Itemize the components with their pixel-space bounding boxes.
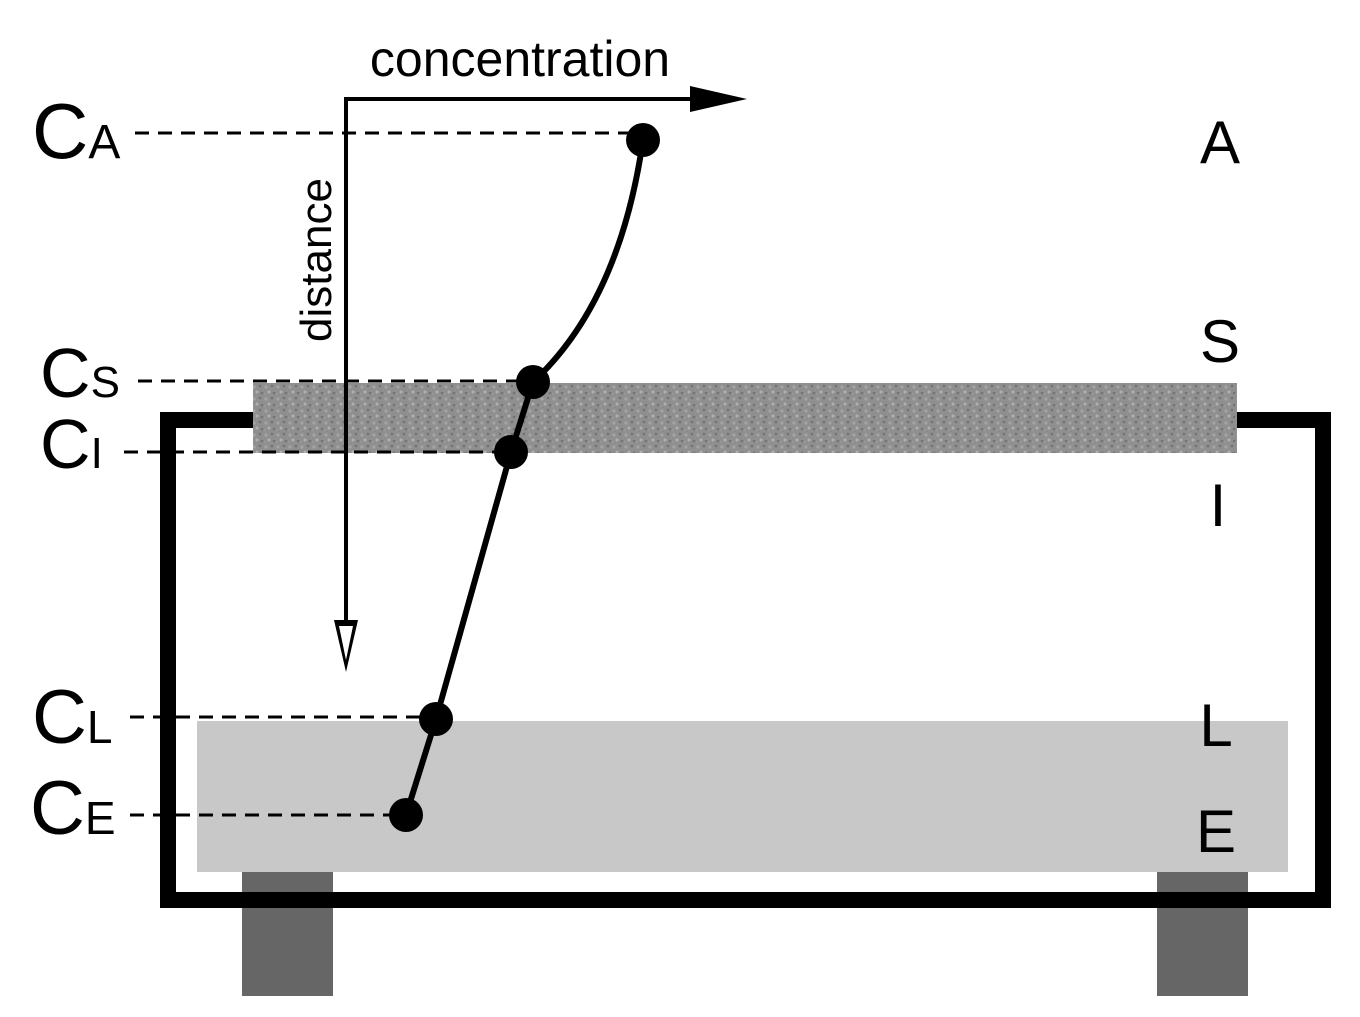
layer-label-i: I <box>1210 472 1227 539</box>
membrane-layer <box>253 383 1237 453</box>
concentration-labels: CA CS CI CL CE <box>30 87 120 851</box>
layer-labels: A S I L E <box>1196 109 1240 865</box>
label-cl: CL <box>32 675 112 760</box>
point-s <box>516 365 550 399</box>
distance-axis-label: distance <box>292 178 341 342</box>
profile-points <box>389 123 660 832</box>
point-l <box>419 702 453 736</box>
layer-label-l: L <box>1199 692 1232 759</box>
layer-label-a: A <box>1200 109 1240 176</box>
point-a <box>626 123 660 157</box>
label-ca: CA <box>32 87 120 175</box>
label-ce: CE <box>30 766 116 851</box>
concentration-axis-label: concentration <box>370 31 670 87</box>
chamber-box <box>160 412 1331 908</box>
liquid-layer <box>197 721 1288 872</box>
axes <box>334 86 747 672</box>
concentration-arrowhead <box>690 86 747 112</box>
layer-label-e: E <box>1196 798 1236 865</box>
point-i <box>494 435 528 469</box>
label-cs: CS <box>40 334 120 412</box>
layer-label-s: S <box>1200 308 1240 375</box>
point-e <box>389 798 423 832</box>
label-ci: CI <box>40 405 103 483</box>
guide-lines <box>124 131 643 817</box>
